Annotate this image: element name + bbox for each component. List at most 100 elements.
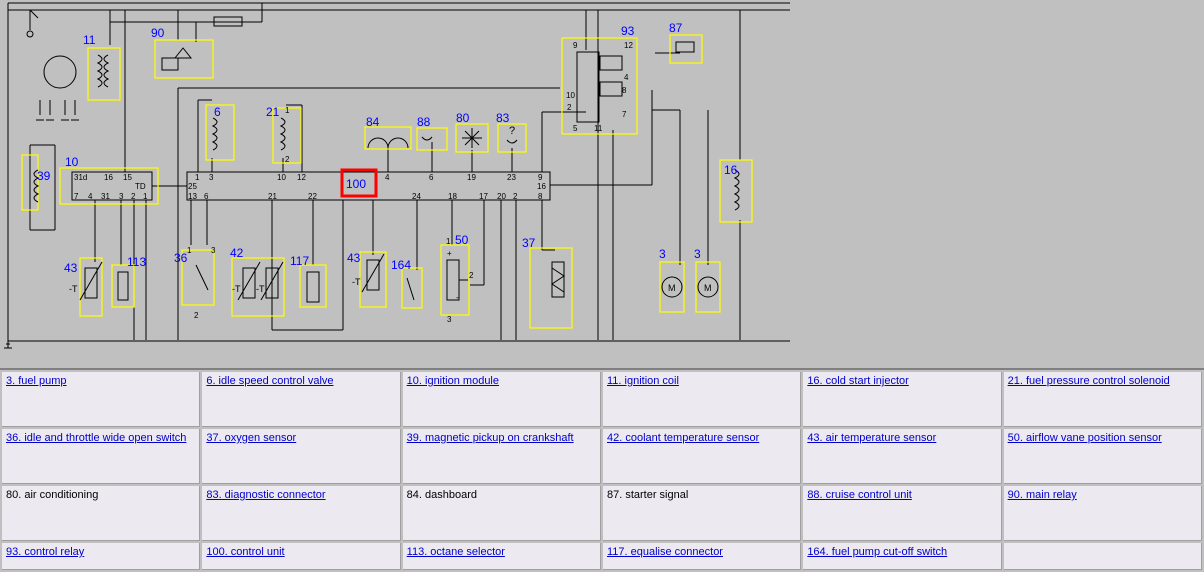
label-83[interactable]: 83 <box>496 111 510 125</box>
legend-link[interactable]: 37. oxygen sensor <box>206 432 297 444</box>
legend-link[interactable]: 43. air temperature sensor <box>807 432 937 444</box>
label-117[interactable]: 117 <box>290 254 309 268</box>
label-11[interactable]: 11 <box>83 33 96 47</box>
legend-text: 80. air conditioning <box>6 489 99 501</box>
legend-link[interactable]: 100. control unit <box>206 546 285 558</box>
control-unit-highlight[interactable] <box>340 168 378 198</box>
pin-label: 7 <box>74 192 79 201</box>
legend-cell[interactable]: 11. ignition coil <box>602 372 802 427</box>
label-93[interactable]: 93 <box>621 24 635 38</box>
legend-link[interactable]: 3. fuel pump <box>6 375 67 387</box>
legend-link[interactable]: 50. airflow vane position sensor <box>1007 432 1162 444</box>
legend-link[interactable]: 21. fuel pressure control solenoid <box>1007 375 1170 387</box>
legend-cell[interactable]: 88. cruise control unit <box>803 486 1002 541</box>
pin-label: 1 <box>143 192 148 201</box>
label-84[interactable]: 84 <box>366 115 380 129</box>
legend-cell[interactable]: 37. oxygen sensor <box>202 429 401 484</box>
legend-link[interactable]: 90. main relay <box>1007 489 1077 501</box>
pin-label: 15 <box>123 173 132 182</box>
wiring-diagram: 11 90 93 87 6 21 84 88 80 83 16 10 39 10… <box>4 2 790 349</box>
pin-label: 4 <box>624 73 629 82</box>
legend-cell[interactable]: 117. equalise connector <box>602 543 802 570</box>
label-88[interactable]: 88 <box>417 115 431 129</box>
legend-cell[interactable]: 90. main relay <box>1003 486 1202 541</box>
legend-link[interactable]: 42. coolant temperature sensor <box>606 432 760 444</box>
legend-link[interactable]: 11. ignition coil <box>606 375 679 387</box>
legend-row: 80. air conditioning 83. diagnostic conne… <box>2 486 1202 541</box>
legend-link[interactable]: 10. ignition module <box>406 375 499 387</box>
label-50[interactable]: 50 <box>455 233 469 247</box>
temp-sensor-label: -T <box>352 277 361 287</box>
pin-label: 16 <box>104 173 113 182</box>
label-80[interactable]: 80 <box>456 111 470 125</box>
label-87[interactable]: 87 <box>669 21 683 35</box>
pin-label: 11 <box>594 124 603 133</box>
pin-label: 2 <box>194 311 199 320</box>
label-10[interactable]: 10 <box>65 155 79 169</box>
legend-link[interactable]: 113. octane selector <box>406 546 505 558</box>
legend-link[interactable]: 36. idle and throttle wide open switch <box>6 432 187 444</box>
legend-cell[interactable]: 164. fuel pump cut-off switch <box>803 543 1002 570</box>
legend-link[interactable]: 6. idle speed control valve <box>206 375 334 387</box>
pin-label: 2 <box>567 103 572 112</box>
pin-label: 20 <box>497 192 506 201</box>
legend-cell[interactable]: 42. coolant temperature sensor <box>602 429 802 484</box>
pin-label: 4 <box>385 173 390 182</box>
legend-link[interactable]: 16. cold start injector <box>807 375 909 387</box>
label-21[interactable]: 21 <box>266 105 280 119</box>
legend-cell[interactable]: 93. control relay <box>2 543 201 570</box>
legend-link[interactable]: 83. diagnostic connector <box>206 489 326 501</box>
legend-table: 3. fuel pump 6. idle speed control valve 1… <box>0 370 1204 572</box>
pin-label: 3 <box>119 192 124 201</box>
label-113[interactable]: 113 <box>127 255 146 269</box>
pin-label: 8 <box>538 192 543 201</box>
legend-link[interactable]: 39. magnetic pickup on crankshaft <box>406 432 574 444</box>
label-37[interactable]: 37 <box>522 236 536 250</box>
legend-cell[interactable]: 6. idle speed control valve <box>202 372 401 427</box>
legend-cell[interactable]: 36. idle and throttle wide open switch <box>2 429 201 484</box>
legend-cell[interactable]: 10. ignition module <box>402 372 601 427</box>
pin-label: 25 <box>188 182 197 191</box>
label-39[interactable]: 39 <box>37 169 51 183</box>
legend-text: 87. starter signal <box>606 489 689 501</box>
legend-cell[interactable]: 83. diagnostic connector <box>202 486 401 541</box>
legend-cell[interactable]: 16. cold start injector <box>803 372 1002 427</box>
pin-label: 12 <box>624 41 633 50</box>
motor-icon: M <box>668 283 676 293</box>
label-36[interactable]: 36 <box>174 251 188 265</box>
legend-row: 36. idle and throttle wide open switch 37… <box>2 429 1202 484</box>
pin-label: 9 <box>573 41 578 50</box>
temp-sensor-label: -T <box>232 284 241 294</box>
label-3b[interactable]: 3 <box>694 247 701 261</box>
label-16[interactable]: 16 <box>724 163 738 177</box>
pin-label: 9 <box>538 173 543 182</box>
legend-cell[interactable]: 100. control unit <box>202 543 401 570</box>
label-90[interactable]: 90 <box>151 26 165 40</box>
pin-label: 22 <box>308 192 317 201</box>
label-43a[interactable]: 43 <box>64 261 78 275</box>
pin-label: 7 <box>622 110 627 119</box>
label-164[interactable]: 164 <box>391 258 411 272</box>
legend-cell[interactable]: 39. magnetic pickup on crankshaft <box>402 429 601 484</box>
legend-cell[interactable]: 50. airflow vane position sensor <box>1003 429 1202 484</box>
pin-label: 17 <box>479 192 488 201</box>
legend-cell[interactable]: 21. fuel pressure control solenoid <box>1003 372 1202 427</box>
pin-label: 1 <box>285 106 290 115</box>
legend-cell[interactable]: 43. air temperature sensor <box>803 429 1002 484</box>
label-100[interactable]: 100 <box>346 177 366 191</box>
pin-label: 5 <box>573 124 578 133</box>
pin-label: 2 <box>469 271 474 280</box>
label-6[interactable]: 6 <box>214 105 221 119</box>
label-3a[interactable]: 3 <box>659 247 666 261</box>
legend-link[interactable]: 88. cruise control unit <box>807 489 912 501</box>
pin-label: 3 <box>209 173 214 182</box>
legend-link[interactable]: 117. equalise connector <box>606 546 723 558</box>
pin-label: 10 <box>566 91 575 100</box>
legend-link[interactable]: 93. control relay <box>6 546 85 558</box>
label-42[interactable]: 42 <box>230 246 244 260</box>
legend-cell[interactable]: 3. fuel pump <box>2 372 201 427</box>
legend-cell[interactable]: 113. octane selector <box>402 543 601 570</box>
pin-label: TD <box>135 182 146 191</box>
legend-link[interactable]: 164. fuel pump cut-off switch <box>807 546 948 558</box>
label-43b[interactable]: 43 <box>347 251 361 265</box>
